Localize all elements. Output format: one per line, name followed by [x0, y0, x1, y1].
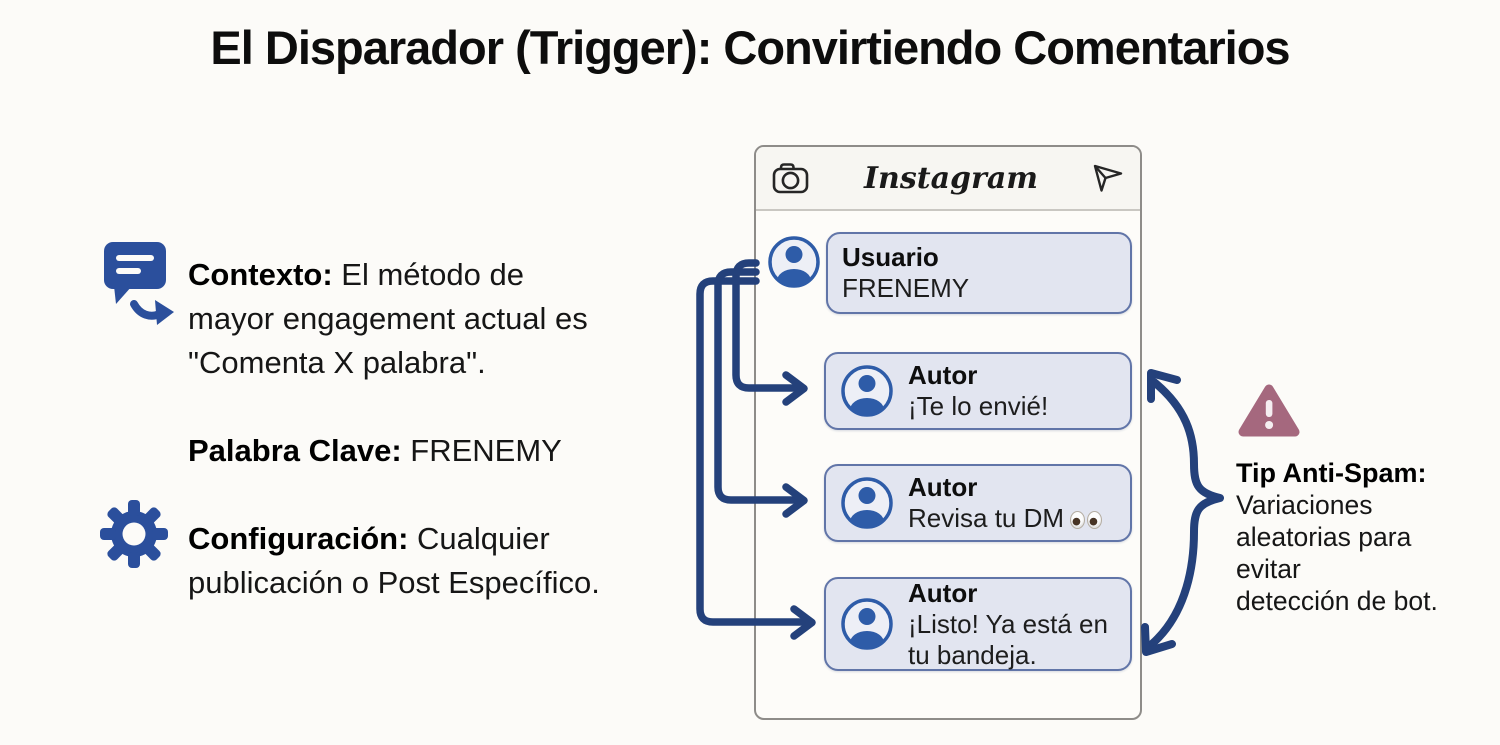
eyes-emoji: [1070, 511, 1103, 529]
user-avatar-icon: [767, 235, 821, 289]
message-sender: Usuario: [842, 242, 939, 272]
message-reply-2: Autor Revisa tu DM: [824, 464, 1132, 542]
context-body: El método de mayor engagement actual es …: [188, 257, 588, 380]
instagram-logo: Instagram: [864, 160, 1038, 196]
message-text: ¡Te lo envié!: [908, 391, 1049, 421]
message-text: FRENEMY: [842, 273, 970, 303]
keyword-body: FRENEMY: [410, 433, 562, 468]
config-text: Configuración: Cualquier publicación o P…: [188, 517, 688, 605]
config-body: Cualquier publicación o Post Específico.: [188, 521, 600, 600]
author-avatar-icon: [840, 476, 894, 530]
message-user-comment: Usuario FRENEMY: [826, 232, 1132, 314]
keyword-label: Palabra Clave:: [188, 433, 402, 468]
config-label: Configuración:: [188, 521, 409, 556]
message-text: Revisa tu DM: [908, 503, 1103, 534]
send-icon[interactable]: [1092, 162, 1124, 194]
message-text: ¡Listo! Ya está en tu bandeja.: [908, 608, 1108, 670]
author-avatar-icon: [840, 364, 894, 418]
instagram-mockup: Instagram Usuario FRENEMY Autor ¡Te lo e…: [754, 145, 1142, 720]
camera-icon[interactable]: [772, 161, 810, 195]
context-text: Contexto: El método de mayor engagement …: [188, 253, 688, 385]
context-label: Contexto:: [188, 257, 333, 292]
tip-label: Tip Anti-Spam:: [1236, 457, 1427, 488]
tip-body: Variaciones aleatorias para evitar detec…: [1236, 489, 1438, 616]
page-title: El Disparador (Trigger): Convirtiendo Co…: [210, 21, 1290, 74]
message-sender: Autor: [908, 472, 978, 502]
anti-spam-tip: Tip Anti-Spam: Variaciones aleatorias pa…: [1236, 457, 1456, 617]
keyword-text: Palabra Clave: FRENEMY: [188, 429, 688, 473]
message-reply-1: Autor ¡Te lo envié!: [824, 352, 1132, 430]
message-reply-3: Autor ¡Listo! Ya está en tu bandeja.: [824, 577, 1132, 671]
variation-brace-arrow: [1148, 378, 1224, 648]
message-sender: Autor: [908, 577, 978, 608]
warning-triangle-icon: [1238, 384, 1300, 437]
author-avatar-icon: [840, 597, 894, 651]
instagram-header: Instagram: [756, 147, 1140, 211]
comment-arrow-icon: [104, 242, 174, 325]
message-sender: Autor: [908, 360, 978, 390]
gear-icon: [100, 500, 168, 568]
